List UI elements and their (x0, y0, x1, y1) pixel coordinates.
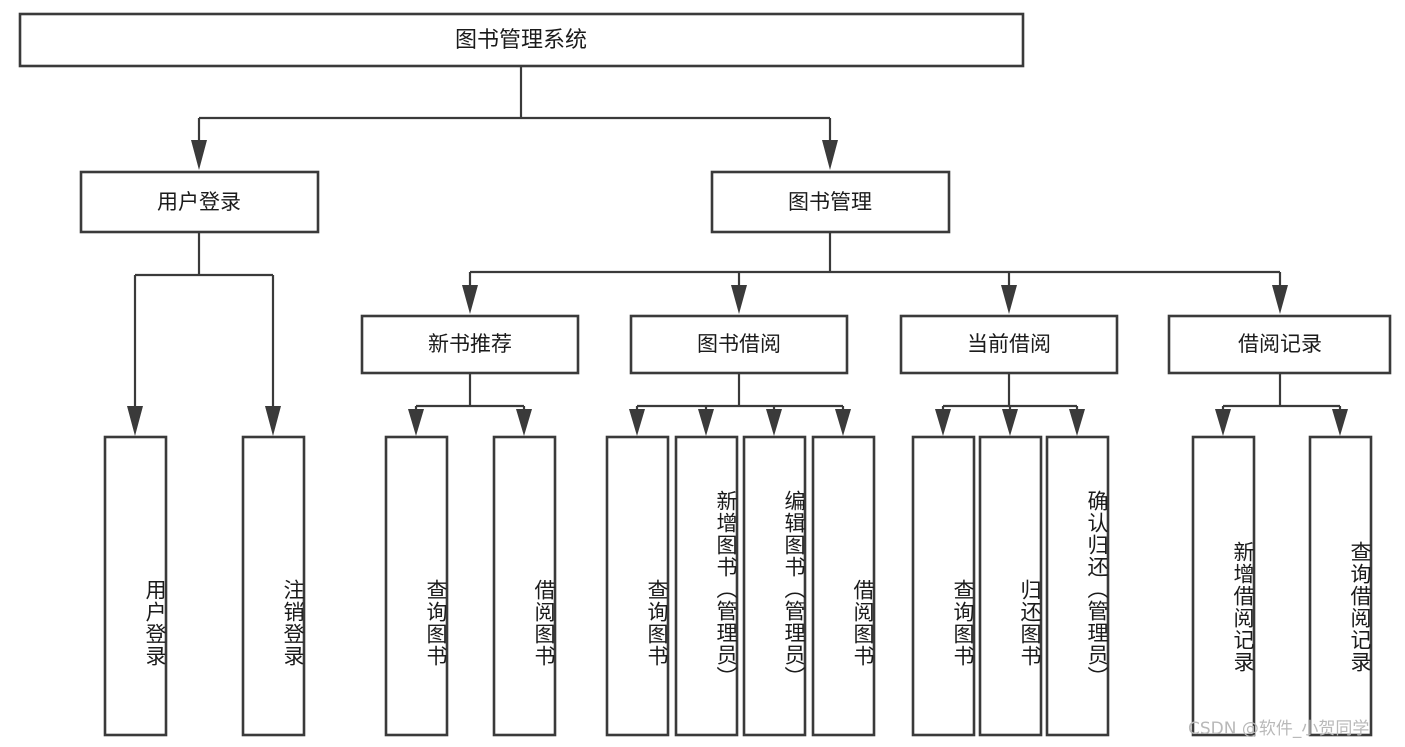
node-borrow-record[interactable]: 借阅记录 (1167, 314, 1392, 375)
leaf-box-query-borrow-record[interactable] (1308, 435, 1373, 737)
node-current-borrow-label: 当前借阅 (967, 332, 1051, 356)
leaf-box-add-borrow-record[interactable] (1191, 435, 1256, 737)
node-book-manage-box[interactable] (710, 170, 951, 234)
arrowhead-user-login (191, 140, 207, 170)
leaf-box-edit-book-admin[interactable] (742, 435, 807, 737)
arrowhead-leaf-return-book (1002, 409, 1018, 436)
node-root[interactable]: 图书管理系统 (18, 12, 1025, 68)
node-user-login-label: 用户登录 (157, 190, 241, 214)
connector-group-book-manage (462, 232, 1288, 314)
arrowhead-leaf-edit-book-admin (766, 409, 782, 436)
arrowhead-leaf-borrow-book-2 (835, 409, 851, 436)
arrowhead-current-borrow (1001, 285, 1017, 314)
leaf-box-borrow-book-1[interactable] (492, 435, 557, 737)
node-borrow-record-label: 借阅记录 (1238, 332, 1322, 356)
node-book-manage-label: 图书管理 (788, 190, 872, 214)
arrowhead-borrow-record (1272, 285, 1288, 314)
leaf-box-query-book-3[interactable] (911, 435, 976, 737)
node-current-borrow-box[interactable] (899, 314, 1119, 375)
connector-group-new-book-recommend (408, 373, 532, 436)
connector-group-current-borrow (935, 373, 1085, 436)
connector-group-borrow-record (1215, 373, 1348, 436)
node-book-borrow-label: 图书借阅 (697, 332, 781, 356)
arrowhead-leaf-user-login (127, 406, 143, 436)
arrowhead-leaf-user-logout (265, 406, 281, 436)
connector-group-book-borrow (629, 373, 851, 436)
node-user-login[interactable]: 用户登录 (79, 170, 320, 234)
node-root-box[interactable] (18, 12, 1025, 68)
node-new-book-recommend[interactable]: 新书推荐 (360, 314, 580, 375)
arrowhead-leaf-query-book-3 (935, 409, 951, 436)
node-root-label: 图书管理系统 (455, 28, 587, 53)
arrowhead-book-manage (822, 140, 838, 170)
arrowhead-leaf-add-borrow-record (1215, 409, 1231, 436)
leaf-box-confirm-return-admin[interactable] (1045, 435, 1110, 737)
node-book-borrow[interactable]: 图书借阅 (629, 314, 849, 375)
connector-group-root (191, 66, 838, 170)
node-user-login-box[interactable] (79, 170, 320, 234)
leaf-box-query-book-2[interactable] (605, 435, 670, 737)
arrowhead-leaf-confirm-return-admin (1069, 409, 1085, 436)
arrowhead-leaf-query-book-1 (408, 409, 424, 436)
node-current-borrow[interactable]: 当前借阅 (899, 314, 1119, 375)
leaf-box-query-book-1[interactable] (384, 435, 449, 737)
node-book-manage[interactable]: 图书管理 (710, 170, 951, 234)
leaf-box-user-logout[interactable] (241, 435, 306, 737)
leaf-box-user-login[interactable] (103, 435, 168, 737)
leaf-box-return-book[interactable] (978, 435, 1043, 737)
arrowhead-new-book-recommend (462, 285, 478, 314)
node-borrow-record-box[interactable] (1167, 314, 1392, 375)
node-book-borrow-box[interactable] (629, 314, 849, 375)
leaf-box-borrow-book-2[interactable] (811, 435, 876, 737)
connector-group-user-login (127, 232, 281, 436)
leaf-box-add-book-admin[interactable] (674, 435, 739, 737)
arrowhead-leaf-query-borrow-record (1332, 409, 1348, 436)
arrowhead-leaf-add-book-admin (698, 409, 714, 436)
arrowhead-leaf-borrow-book-1 (516, 409, 532, 436)
node-new-book-recommend-box[interactable] (360, 314, 580, 375)
node-new-book-recommend-label: 新书推荐 (428, 332, 512, 356)
arrowhead-book-borrow (731, 285, 747, 314)
arrowhead-leaf-query-book-2 (629, 409, 645, 436)
csdn-watermark: CSDN @软件_小贺同学 (1188, 719, 1370, 739)
